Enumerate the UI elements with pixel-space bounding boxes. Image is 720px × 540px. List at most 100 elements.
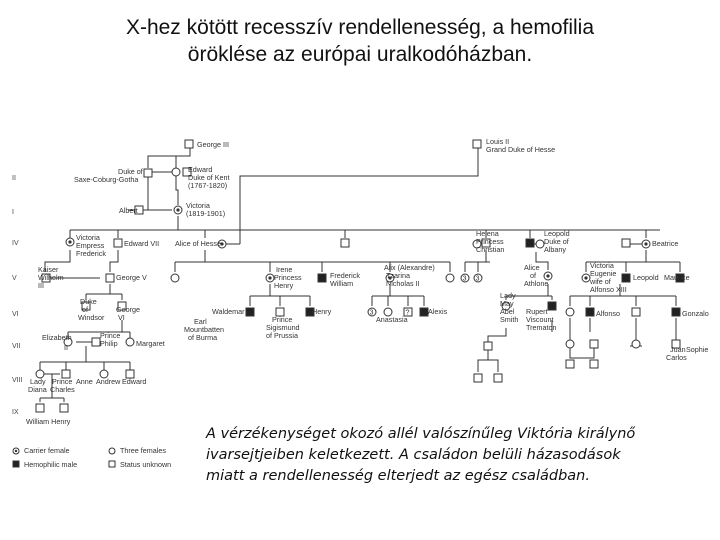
hemophilic-male-symbol xyxy=(305,307,315,317)
person-label: William Henry xyxy=(26,417,71,426)
title-line-1: X-hez kötött recesszív rendellenesség, a… xyxy=(125,16,595,39)
person-label: Prince xyxy=(272,315,292,324)
male-symbol xyxy=(340,238,350,248)
hemophilic-male-symbol xyxy=(585,307,595,317)
female-symbol xyxy=(565,339,575,349)
person-label: Tzarina xyxy=(386,271,410,280)
person-label: William xyxy=(330,279,353,288)
male-symbol xyxy=(621,238,631,248)
male-symbol xyxy=(184,139,194,149)
caption-line-3: miatt a rendellenesség elterjedt az egés… xyxy=(206,468,590,484)
male-symbol xyxy=(81,301,91,311)
person-label: Kaiser xyxy=(38,265,59,274)
hemophilic-male-symbol xyxy=(525,238,535,248)
male-symbol xyxy=(473,373,483,383)
three-females-symbol xyxy=(473,273,483,283)
female-symbol xyxy=(170,273,180,283)
person-label: Frederick xyxy=(330,271,360,280)
person-label: Mountbatten xyxy=(184,325,224,334)
person-label: Sophie xyxy=(686,345,708,354)
person-label: Victoria xyxy=(76,233,100,242)
person-label: Nicholas II xyxy=(386,279,420,288)
hemophilic-male-symbol xyxy=(419,307,429,317)
legend-label: Carrier female xyxy=(24,446,70,455)
person-label: Lady xyxy=(500,291,516,300)
female-symbol xyxy=(383,307,393,317)
caption-line-1: A vérzékenységet okozó allél valószínűle… xyxy=(206,426,636,442)
male-symbol xyxy=(182,167,192,177)
person-label: George III xyxy=(197,140,229,149)
person-label: Prince xyxy=(100,331,120,340)
person-label: Edward xyxy=(122,377,146,386)
person-label: George xyxy=(116,305,140,314)
male-symbol xyxy=(143,168,153,178)
hemophilic-male-legend-icon xyxy=(12,460,20,468)
male-symbol xyxy=(59,403,69,413)
male-symbol xyxy=(275,307,285,317)
person-label: Rupert xyxy=(526,307,548,316)
person-label: Waldemar xyxy=(212,307,245,316)
male-symbol xyxy=(35,403,45,413)
person-label: Carlos xyxy=(666,353,687,362)
person-label: Gonzalo xyxy=(682,309,709,318)
person-label: Duke xyxy=(80,297,97,306)
generation-label: IX xyxy=(12,409,19,416)
female-symbol xyxy=(535,239,545,249)
person-label: Viscount xyxy=(526,315,553,324)
generation-label: VI xyxy=(12,311,19,318)
status-unknown-symbol xyxy=(403,307,413,317)
three-females-marks: 3 3 3 ? xyxy=(370,274,480,317)
legend: Carrier female Hemophilic male Three fem… xyxy=(12,446,171,469)
person-label: Victoria xyxy=(590,261,614,270)
male-symbol xyxy=(105,273,115,283)
female-symbol xyxy=(445,273,455,283)
person-label: Saxe-Coburg-Gotha xyxy=(74,175,138,184)
title-line-2: öröklése az európai uralkodóházban. xyxy=(187,43,533,66)
person-label: Alexis xyxy=(428,307,448,316)
page-title: X-hez kötött recesszív rendellenesség, a… xyxy=(20,14,700,68)
generation-labels: II I IV V VI VII VIII IX xyxy=(12,175,23,416)
person-label: Alix (Alexandre) xyxy=(384,263,435,272)
hemophilic-male-symbol xyxy=(675,273,685,283)
caption-line-2: ivarsejtjeiben keletkezett. A családon b… xyxy=(206,447,621,463)
svg-text:?: ? xyxy=(406,308,410,317)
legend-label: Hemophilic male xyxy=(24,460,77,469)
person-label: Margaret xyxy=(136,339,165,348)
person-label: Princess xyxy=(476,237,504,246)
legend-label: Status unknown xyxy=(120,460,171,469)
person-label: Prince xyxy=(52,377,72,386)
person-label: Albert xyxy=(119,206,138,215)
generation-label: VIII xyxy=(12,377,23,384)
svg-text:3: 3 xyxy=(463,274,467,283)
person-label: Irene xyxy=(276,265,292,274)
person-label: Windsor xyxy=(78,313,105,322)
female-symbol xyxy=(565,307,575,317)
person-label: II xyxy=(64,343,68,352)
person-label: wife of xyxy=(589,277,611,286)
person-label: Louis II xyxy=(486,137,509,146)
person-label: Frederick xyxy=(76,249,106,258)
male-symbol xyxy=(472,139,482,149)
person-label: Andrew xyxy=(96,377,121,386)
generation-label: VII xyxy=(12,343,21,350)
person-label: May xyxy=(500,299,514,308)
person-label: Empress xyxy=(76,241,105,250)
female-symbol xyxy=(631,339,641,349)
person-label: Henry xyxy=(312,307,332,316)
female-symbol xyxy=(472,239,482,249)
male-symbol xyxy=(41,273,51,283)
person-label: Alice of Hesse xyxy=(175,239,221,248)
person-label: Victoria xyxy=(186,201,210,210)
female-symbol xyxy=(125,337,135,347)
pedigree-symbols xyxy=(35,139,685,413)
male-symbol xyxy=(61,369,71,379)
person-label: George V xyxy=(116,273,147,282)
male-symbol xyxy=(493,373,503,383)
person-label: Alice xyxy=(524,263,540,272)
hemophilic-male-symbol xyxy=(621,273,631,283)
person-label: Sigismund xyxy=(266,323,300,332)
hemophilic-male-symbol xyxy=(547,301,557,311)
person-label: VI xyxy=(118,313,125,322)
person-label: Smith xyxy=(500,315,518,324)
